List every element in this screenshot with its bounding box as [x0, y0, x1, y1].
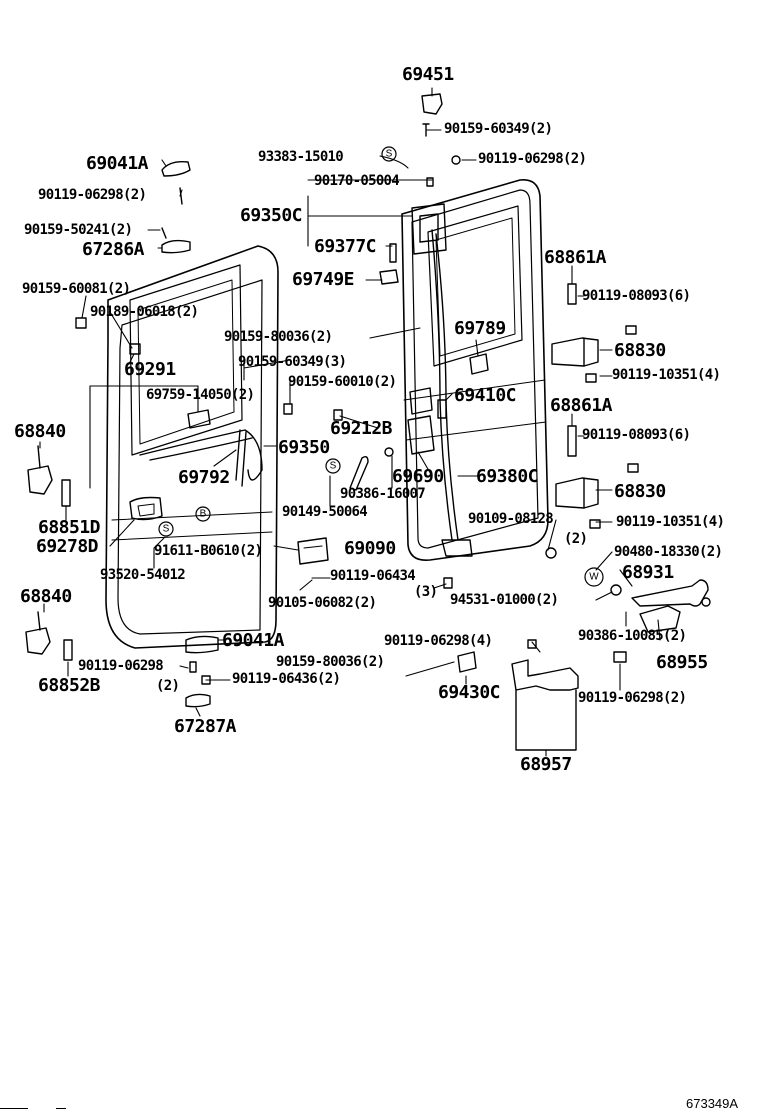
callout-69278D: 69278D — [36, 536, 99, 557]
corner-mark-small — [56, 1108, 66, 1109]
leader-lines — [39, 87, 661, 757]
callout-69792: 69792 — [178, 467, 230, 488]
callout-68861A-mid: 68861A — [550, 395, 613, 416]
callout-90386-16007: 90386-16007 — [340, 486, 426, 502]
reference-letters: S S S B W — [163, 149, 600, 583]
callout-69789: 69789 — [454, 318, 506, 339]
callout-69377C: 69377C — [314, 236, 377, 257]
callout-69410C: 69410C — [454, 385, 517, 406]
callout-90159-60349-3: 90159-60349(3) — [238, 354, 347, 370]
callout-90149-50064: 90149-50064 — [282, 504, 368, 520]
callout-90119-06298-2-top: 90119-06298(2) — [478, 151, 587, 167]
callout-90119-10351-4-mid: 90119-10351(4) — [616, 514, 725, 530]
callout-69090: 69090 — [344, 538, 396, 559]
callout-2-a: (2) — [564, 531, 588, 547]
callout-90159-60081-2: 90159-60081(2) — [22, 281, 131, 297]
callout-68955: 68955 — [656, 652, 708, 673]
callout-68852B: 68852B — [38, 675, 101, 696]
callout-90386-10085-2: 90386-10085(2) — [578, 628, 687, 644]
symbol-s-top: S — [386, 149, 393, 160]
part-glyphs — [25, 93, 711, 751]
callout-69350: 69350 — [278, 437, 330, 458]
reference-circles — [158, 146, 604, 587]
callout-90119-06434: 90119-06434 — [330, 568, 416, 584]
callout-90170-05004: 90170-05004 — [314, 173, 400, 189]
callout-90159-50241-2: 90159-50241(2) — [24, 222, 133, 238]
callout-93520-54012: 93520-54012 — [100, 567, 186, 583]
callout-90105-06082-2: 90105-06082(2) — [268, 595, 377, 611]
callout-67286A: 67286A — [82, 239, 145, 260]
callout-68931: 68931 — [622, 562, 674, 583]
callout-2-b: (2) — [156, 678, 180, 694]
callout-68830-mid: 68830 — [614, 481, 666, 502]
callout-69350C: 69350C — [240, 205, 303, 226]
callout-90159-60349-2: 90159-60349(2) — [444, 121, 553, 137]
callout-68957: 68957 — [520, 754, 572, 775]
callout-91611-B0610-2: 91611-B0610(2) — [154, 543, 263, 559]
callout-68840-bottom: 68840 — [20, 586, 72, 607]
callout-90119-06436-2: 90119-06436(2) — [232, 671, 341, 687]
callout-90159-80036-2-mid: 90159-80036(2) — [224, 329, 333, 345]
callout-69749E: 69749E — [292, 269, 355, 290]
callout-90480-18330-2: 90480-18330(2) — [614, 544, 723, 560]
callout-67287A: 67287A — [174, 716, 237, 737]
figure-reference-code: 673349A — [686, 1096, 739, 1111]
callout-90119-06298-bottom: 90119-06298 — [78, 658, 164, 674]
callout-68861A-top: 68861A — [544, 247, 607, 268]
symbol-w-mark: W — [589, 572, 599, 583]
callout-69380C: 69380C — [476, 466, 539, 487]
callout-69430C: 69430C — [438, 682, 501, 703]
callout-68830-top: 68830 — [614, 340, 666, 361]
callout-90119-06298-2-right: 90119-06298(2) — [578, 690, 687, 706]
callout-90119-08093-6-top: 90119-08093(6) — [582, 288, 691, 304]
left-door-panel — [105, 245, 279, 649]
callout-69041A-top: 69041A — [86, 153, 149, 174]
callout-68840-top: 68840 — [14, 421, 66, 442]
callout-69212B: 69212B — [330, 418, 393, 439]
callout-69759-14050-2: 69759-14050(2) — [146, 387, 255, 403]
corner-mark — [0, 1108, 28, 1109]
callout-69690: 69690 — [392, 466, 444, 487]
callout-93383-15010: 93383-15010 — [258, 149, 344, 165]
callout-68851D: 68851D — [38, 517, 101, 538]
symbol-b-mark: B — [200, 509, 207, 520]
callout-90119-06298-4: 90119-06298(4) — [384, 633, 493, 649]
right-door-panel — [401, 179, 549, 562]
callout-69451: 69451 — [402, 64, 454, 85]
callout-3: (3) — [414, 584, 438, 600]
callout-90119-06298-2-left: 90119-06298(2) — [38, 187, 147, 203]
callout-69041A-bottom: 69041A — [222, 630, 285, 651]
callout-90109-08128: 90109-08128 — [468, 511, 554, 527]
symbol-s-mid: S — [330, 461, 337, 472]
callout-90189-06018-2: 90189-06018(2) — [90, 304, 199, 320]
symbol-s-left: S — [163, 524, 170, 535]
callout-90159-80036-2-bottom: 90159-80036(2) — [276, 654, 385, 670]
callout-69291: 69291 — [124, 359, 176, 380]
callout-90159-60010-2: 90159-60010(2) — [288, 374, 397, 390]
callout-94531-01000-2: 94531-01000(2) — [450, 592, 559, 608]
callout-90119-08093-6-mid: 90119-08093(6) — [582, 427, 691, 443]
callout-90119-10351-4-top: 90119-10351(4) — [612, 367, 721, 383]
